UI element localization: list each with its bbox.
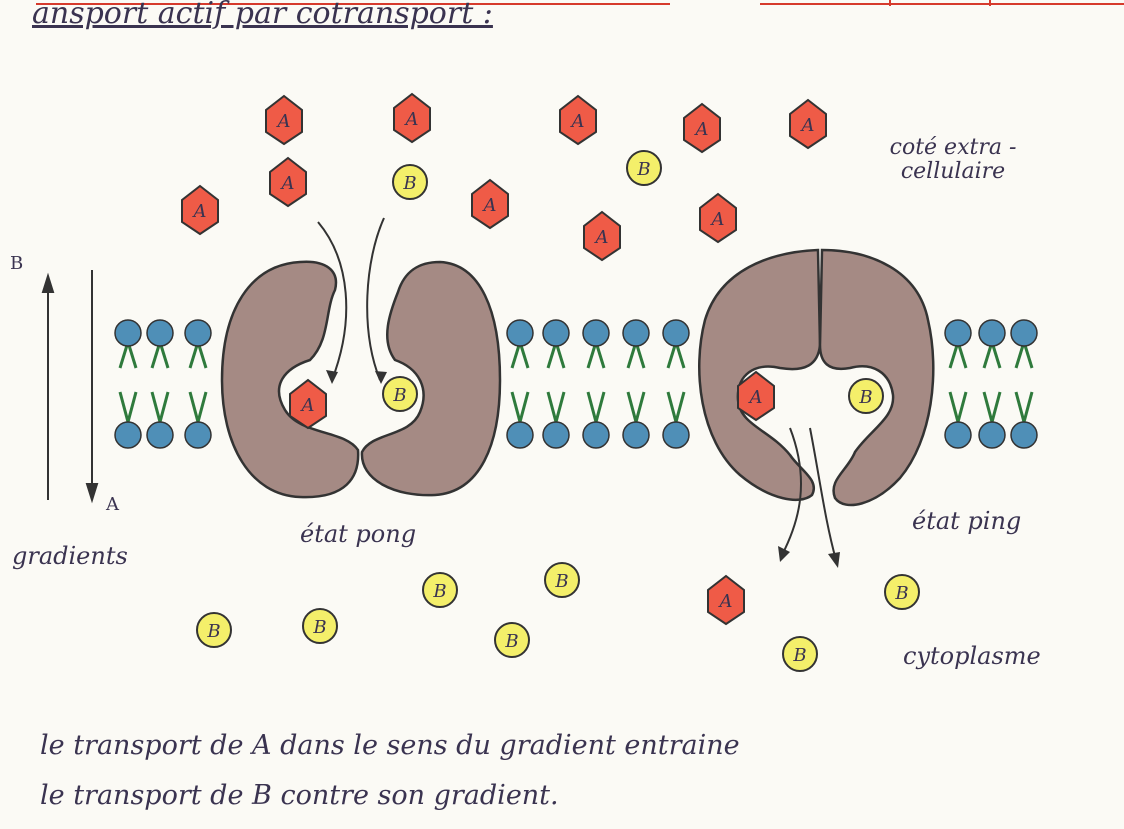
molecule-b-label: B	[392, 385, 406, 406]
molecule-a: A	[700, 194, 736, 242]
molecule-b-label: B	[402, 173, 416, 194]
molecule-b: B	[783, 637, 817, 671]
caption-line-2: le transport de B contre son gradient.	[40, 780, 559, 811]
phospholipid-pair	[945, 320, 971, 448]
phospholipid-head	[623, 320, 649, 346]
molecule-a-label: A	[300, 395, 315, 416]
phospholipid-head	[1011, 422, 1037, 448]
gradient-axis-top-label: B	[10, 253, 23, 274]
phospholipid-pair	[543, 320, 569, 448]
phospholipid-head	[663, 320, 689, 346]
phospholipid-head	[147, 320, 173, 346]
phospholipid-pair	[979, 320, 1005, 448]
molecule-a-label: A	[280, 173, 295, 194]
phospholipid-head	[543, 422, 569, 448]
molecule-a: A	[394, 94, 430, 142]
molecule-b: B	[303, 609, 337, 643]
molecule-a-label: A	[710, 209, 725, 230]
molecule-a-label: A	[482, 195, 497, 216]
molecule-a: A	[560, 96, 596, 144]
phospholipid-pair	[1011, 320, 1037, 448]
molecule-b-label: B	[554, 571, 568, 592]
molecule-a-label: A	[748, 387, 763, 408]
molecules-layer: A A A A A A A A A A B B A B A B B B B B B B B A	[182, 94, 919, 671]
molecule-a: A	[270, 158, 306, 206]
molecule-a: A	[472, 180, 508, 228]
phospholipid-pair	[583, 320, 609, 448]
diagram-heading: ansport actif par cotransport :	[32, 0, 493, 31]
gradients-label: gradients	[12, 542, 128, 570]
phospholipid-head	[147, 422, 173, 448]
pong-state-label: état pong	[300, 520, 416, 548]
molecule-b-label: B	[504, 631, 518, 652]
molecule-a: A	[584, 212, 620, 260]
molecule-a: A	[182, 186, 218, 234]
phospholipid-pair	[185, 320, 211, 448]
molecule-a: A	[266, 96, 302, 144]
molecule-a: A	[684, 104, 720, 152]
ping-state-label: état ping	[912, 507, 1021, 535]
phospholipid-pair	[663, 320, 689, 448]
phospholipid-head	[945, 422, 971, 448]
phospholipid-head	[507, 320, 533, 346]
molecule-a-label: A	[594, 227, 609, 248]
phospholipid-head	[543, 320, 569, 346]
molecule-b: B	[495, 623, 529, 657]
phospholipid-head	[979, 422, 1005, 448]
molecule-b: B	[545, 563, 579, 597]
phospholipid-head	[1011, 320, 1037, 346]
carrier-right-half-ping	[820, 250, 933, 505]
carrier-left-half-pong	[222, 262, 358, 497]
molecule-b: B	[423, 573, 457, 607]
molecule-b-label: B	[792, 645, 806, 666]
molecule-a: A	[790, 100, 826, 148]
molecule-a-label: A	[192, 201, 207, 222]
phospholipid-pair	[507, 320, 533, 448]
molecule-b-label: B	[206, 621, 220, 642]
molecule-a: A	[708, 576, 744, 624]
molecule-b: B	[885, 575, 919, 609]
molecule-a-label: A	[404, 109, 419, 130]
molecule-b: B	[393, 165, 427, 199]
molecule-b-label: B	[432, 581, 446, 602]
phospholipid-head	[583, 320, 609, 346]
phospholipid-head	[623, 422, 649, 448]
phospholipid-head	[115, 422, 141, 448]
carrier-protein-pong	[222, 262, 500, 497]
molecule-b-label: B	[636, 159, 650, 180]
molecule-a: A	[290, 380, 326, 428]
molecule-b: B	[383, 377, 417, 411]
caption-line-1: le transport de A dans le sens du gradie…	[40, 730, 740, 761]
phospholipid-head	[115, 320, 141, 346]
molecule-b-label: B	[858, 387, 872, 408]
cytoplasm-label: cytoplasme	[903, 642, 1041, 670]
phospholipid-head	[945, 320, 971, 346]
phospholipid-head	[663, 422, 689, 448]
molecule-a-label: A	[718, 591, 733, 612]
molecule-b-label: B	[312, 617, 326, 638]
molecule-b: B	[197, 613, 231, 647]
molecule-a-label: A	[800, 115, 815, 136]
phospholipid-pair	[147, 320, 173, 448]
molecule-a-label: A	[694, 119, 709, 140]
phospholipid-head	[185, 320, 211, 346]
phospholipid-head	[583, 422, 609, 448]
molecule-b: B	[849, 379, 883, 413]
phospholipid-head	[185, 422, 211, 448]
phospholipid-head	[979, 320, 1005, 346]
molecule-b: B	[627, 151, 661, 185]
molecule-a-label: A	[276, 111, 291, 132]
phospholipid-pair	[115, 320, 141, 448]
extracellular-side-label: coté extra - cellulaire	[868, 136, 1038, 184]
molecule-b-label: B	[894, 583, 908, 604]
phospholipid-pair	[623, 320, 649, 448]
gradient-arrows	[43, 270, 97, 500]
phospholipid-head	[507, 422, 533, 448]
gradient-axis-bottom-label: A	[106, 494, 119, 515]
molecule-a-label: A	[570, 111, 585, 132]
